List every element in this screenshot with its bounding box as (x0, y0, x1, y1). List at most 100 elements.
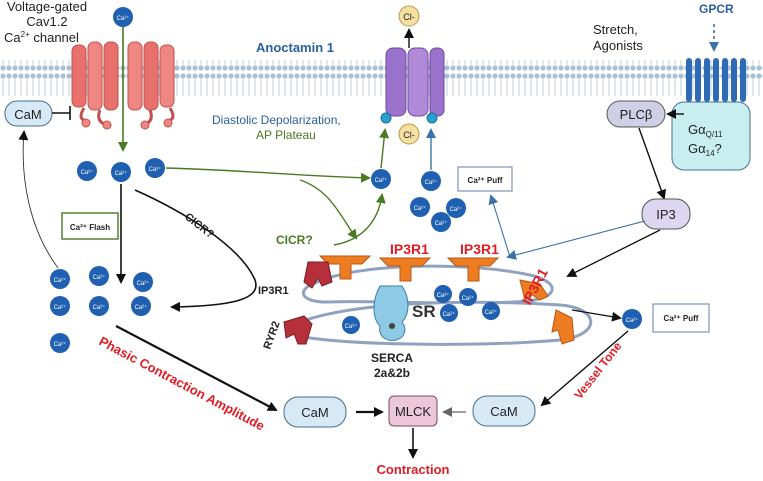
plc-box (606, 100, 666, 128)
calcium-ion: Ca²⁺ (459, 288, 477, 306)
cam-box-bottom-left (283, 396, 347, 428)
calcium-ion: Ca²⁺ (145, 158, 165, 178)
calcium-ion: Ca²⁺ (421, 171, 441, 191)
calcium-ion: Ca²⁺ (50, 333, 70, 353)
calcium-ion: Ca²⁺ (482, 302, 500, 320)
calcium-ion: Ca²⁺ (113, 7, 133, 27)
svg-text:Ca²⁺: Ca²⁺ (443, 311, 456, 318)
gpcr-label: GPCR (699, 2, 734, 16)
ryr2-receptor (283, 315, 313, 345)
svg-text:Ca²⁺: Ca²⁺ (425, 179, 438, 186)
ip3r1-to-puff-arrow (488, 194, 511, 258)
vessel-tone-label: Vessel Tone (571, 339, 624, 402)
ca-flash-label: Ca²⁺ Flash (70, 223, 110, 232)
svg-text:Ca²⁺: Ca²⁺ (437, 292, 450, 299)
gq14-label: Gα14? (688, 141, 722, 158)
ca-puff-box-right (652, 303, 710, 333)
ip3r1-receptor (378, 257, 432, 282)
svg-text:Ca²⁺: Ca²⁺ (81, 169, 94, 176)
cam-bottom-right-label: CaM (490, 404, 517, 419)
ip3r1-label-a: IP3R1 (390, 241, 429, 257)
cicr-label-black: CICR? (182, 211, 216, 241)
svg-text:Ca²⁺: Ca²⁺ (149, 166, 162, 173)
mlck-label: MLCK (395, 404, 431, 419)
calcium-ion: Ca²⁺ (371, 169, 391, 189)
ip3-label: IP3 (656, 207, 676, 222)
calcium-ion: Ca²⁺ (434, 285, 452, 303)
calcium-ion: Ca²⁺ (133, 272, 153, 292)
ca-puff-box-top (457, 166, 513, 192)
svg-text:Ca²⁺: Ca²⁺ (93, 274, 106, 281)
calcium-ion: Ca²⁺ (431, 212, 451, 232)
plc-label: PLCβ (620, 107, 653, 122)
cam-box-bottom-right (472, 395, 536, 427)
gpcr-receptor (686, 58, 746, 102)
cicr-to-ca-arrow (299, 179, 358, 240)
svg-text:Ca²⁺: Ca²⁺ (137, 280, 150, 287)
agonists-label: Agonists (593, 38, 643, 53)
svg-text:Ca²⁺: Ca²⁺ (115, 170, 128, 177)
ryr2-label: RYR2 (262, 320, 283, 351)
cicr-label-green: CICR? (276, 233, 313, 247)
gq-box (671, 101, 751, 171)
anoctamin-label: Anoctamin 1 (256, 40, 334, 55)
svg-text:Ca²⁺: Ca²⁺ (54, 341, 67, 348)
ca-to-cam-bottom-arrow (115, 325, 278, 411)
mlck-box (388, 395, 438, 427)
ip3r1-receptor (446, 257, 500, 282)
ip3r1-receptor (551, 309, 575, 345)
svg-text:Cl-: Cl- (403, 130, 415, 140)
cav-title-line3: Ca2+ channel (4, 30, 79, 45)
calcium-ion: Ca²⁺ (622, 309, 642, 329)
ca-flash-box (61, 212, 119, 240)
calcium-ion: Ca²⁺ (440, 304, 458, 322)
cav-title-line2: Cav1.2 (26, 14, 67, 29)
serca-label-line1: SERCA (371, 351, 413, 365)
calcium-ion: Ca²⁺ (50, 296, 70, 316)
plasma-membrane (0, 60, 763, 96)
ca-to-cam-arrow (18, 130, 59, 269)
ip3r1-to-ca-arrow (571, 309, 622, 322)
ip3-to-ip3r1-arrow (506, 220, 646, 260)
ip3r1-label-b: IP3R1 (460, 241, 499, 257)
plc-to-ip3-arrow (638, 127, 667, 200)
svg-text:Ca²⁺: Ca²⁺ (54, 277, 67, 284)
svg-text:Ca²⁺: Ca²⁺ (435, 220, 448, 227)
ca-to-anoctamin-up (379, 128, 390, 169)
sarcoplasmic-reticulum (289, 264, 593, 346)
serca-label-line2: 2a&2b (374, 366, 410, 380)
ca-to-cam-right-arrow (540, 330, 629, 407)
ip3-box (641, 198, 691, 230)
sr-label: SR (412, 302, 436, 321)
ip3-to-ip3r1-right-arrow (566, 229, 661, 277)
cam-bottom-left-label: CaM (301, 405, 328, 420)
calcium-ion: Ca²⁺ (410, 197, 430, 217)
calcium-ion: Ca²⁺ (131, 296, 151, 316)
svg-text:Ca²⁺: Ca²⁺ (485, 309, 498, 316)
ip3r1-small-label: IP3R1 (258, 285, 289, 297)
serca-pump (373, 285, 409, 341)
svg-text:Ca²⁺: Ca²⁺ (626, 317, 639, 324)
calcium-ion: Ca²⁺ (446, 198, 466, 218)
gq11-label: GαQ/11 (688, 122, 723, 139)
ip3r1-receptor (519, 279, 549, 301)
ca-puff-top-label: Ca²⁺ Puff (468, 176, 503, 185)
phasic-label: Phasic Contraction Amplitude (97, 333, 268, 433)
svg-text:Ca²⁺: Ca²⁺ (135, 304, 148, 311)
anoctamin-channel (380, 47, 445, 124)
contraction-label: Contraction (377, 462, 450, 477)
diastolic-label: Diastolic Depolarization, (212, 113, 341, 127)
cav12-channel (71, 41, 175, 130)
chloride-ion: Cl- (398, 5, 420, 27)
cicr-loop-arrow (134, 189, 257, 312)
svg-text:Ca²⁺: Ca²⁺ (462, 295, 475, 302)
calcium-ion: Ca²⁺ (77, 161, 97, 181)
chloride-ion: Cl- (398, 123, 420, 145)
ca-to-anoctamin-arrow (165, 167, 371, 183)
svg-text:Ca²⁺: Ca²⁺ (93, 304, 106, 311)
ap-plateau-label: AP Plateau (256, 128, 316, 142)
calcium-ion: Ca²⁺ (342, 316, 360, 334)
svg-text:Ca²⁺: Ca²⁺ (345, 323, 358, 330)
svg-text:Ca²⁺: Ca²⁺ (117, 15, 130, 22)
calcium-ion: Ca²⁺ (89, 266, 109, 286)
